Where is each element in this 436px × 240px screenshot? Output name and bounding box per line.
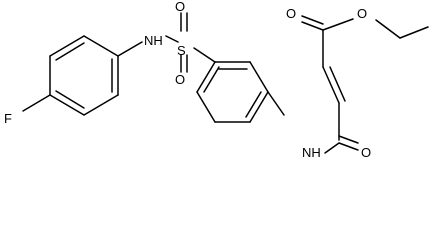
- nh-s-bond: [165, 35, 179, 43]
- fluorophenyl-ring: [49, 35, 119, 116]
- sulfur-label: S: [177, 43, 186, 58]
- sulfonyl-oxygen-bottom-label: O: [175, 72, 185, 87]
- c-f-bond: [22, 94, 51, 112]
- fluorine-label: F: [4, 111, 12, 126]
- sulfonyl-group: [180, 12, 216, 73]
- nh-carbonyl-bond: [324, 142, 340, 154]
- ester-group: [301, 15, 429, 39]
- ester-carbonyl-oxygen-label: O: [286, 6, 296, 21]
- sulfonyl-oxygen-top-label: O: [175, 0, 185, 14]
- ring-nh-bond: [267, 91, 285, 116]
- amide-oxygen-label: O: [361, 145, 371, 160]
- alkene-chain: [322, 29, 346, 141]
- sulfonamide-nh-label: NH: [144, 33, 163, 48]
- c-nh-bond: [117, 41, 143, 57]
- amide-carbonyl: [338, 135, 359, 151]
- molecule-diagram: F NH S O O NH O O O: [4, 0, 429, 160]
- phenylene-ring: [196, 61, 269, 123]
- ester-oxygen-label: O: [357, 6, 367, 21]
- amide-nh-label: NH: [302, 145, 321, 160]
- structure-svg: F NH S O O NH O O O: [4, 0, 429, 160]
